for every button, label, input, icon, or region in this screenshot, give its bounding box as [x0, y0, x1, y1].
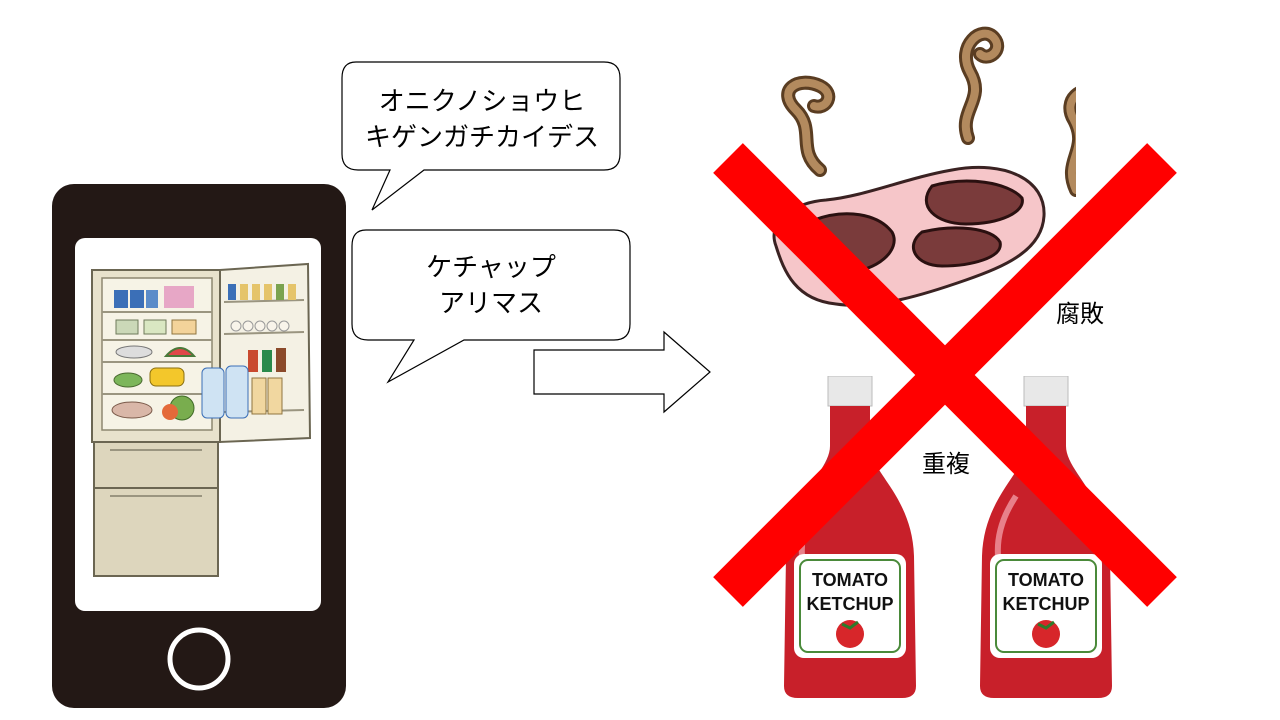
right-arrow	[532, 330, 714, 416]
bubble-ketchup-line1: ケチャップ	[426, 253, 556, 283]
bubble-meat-line1: オニクノショウヒ	[378, 87, 586, 117]
home-button	[167, 627, 231, 691]
ketchup-label-line2-right: KETCHUP	[1002, 594, 1089, 614]
ketchup-label-line1-right: TOMATO	[1008, 570, 1084, 590]
refrigerator-illustration	[88, 262, 314, 584]
label-duplicate: 重複	[922, 450, 970, 478]
red-cross-mark	[700, 140, 1190, 620]
speech-bubble-meat-expiry	[340, 60, 624, 216]
bubble-meat-text: オニクノショウヒ キゲンガチカイデス	[346, 84, 618, 156]
bubble-ketchup-text: ケチャップ アリマス	[356, 250, 626, 322]
ketchup-bottle-left: TOMATO KETCHUP	[780, 376, 920, 700]
bubble-ketchup-line2: アリマス	[438, 289, 543, 319]
ketchup-label-line1-left: TOMATO	[812, 570, 888, 590]
bubble-meat-line2: キゲンガチカイデス	[364, 123, 599, 153]
ketchup-bottle-right: TOMATO KETCHUP	[976, 376, 1116, 700]
label-spoiled: 腐敗	[1056, 300, 1104, 328]
speech-bubble-ketchup	[350, 228, 634, 388]
ketchup-label-line2-left: KETCHUP	[806, 594, 893, 614]
